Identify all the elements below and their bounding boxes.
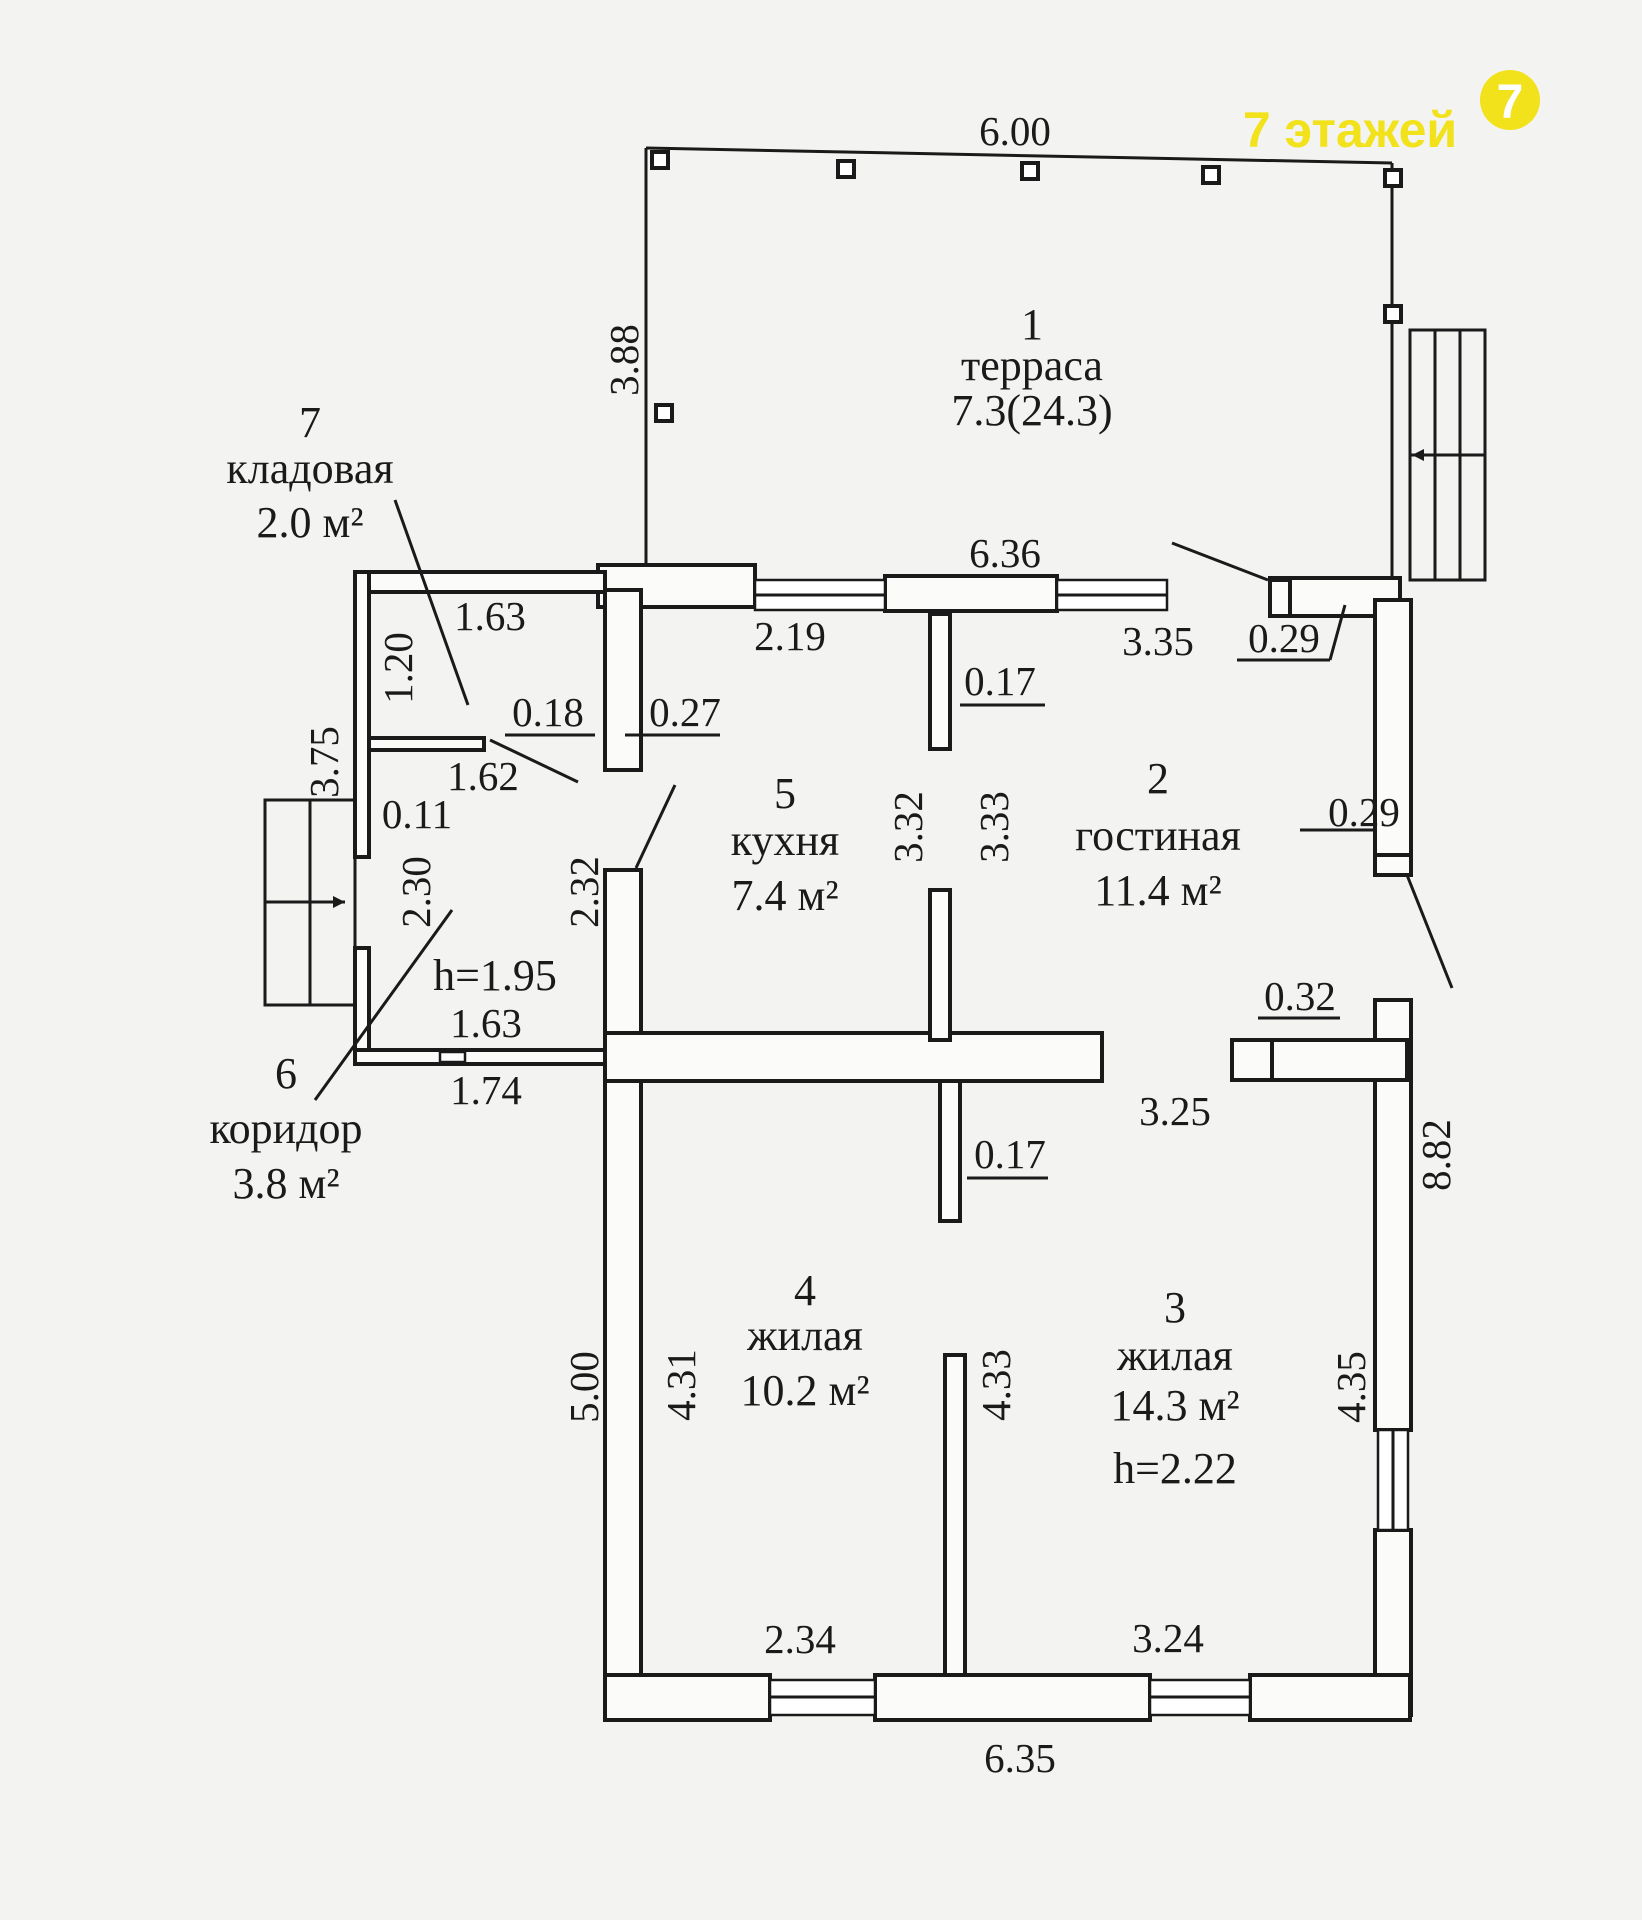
room-area: 10.2 м² — [740, 1366, 869, 1415]
room-area: 7.4 м² — [731, 871, 838, 920]
room-name: терраса — [961, 341, 1103, 390]
room-name: жилая — [746, 1311, 863, 1360]
dim-terrace-left: 3.88 — [601, 324, 647, 396]
brand-logo-icon: 7 — [1480, 70, 1540, 130]
room-1-label: 1 терраса 7.3(24.3) — [951, 300, 1112, 435]
room-name: коридор — [209, 1104, 362, 1153]
dim-corridor-height: 2.30 — [393, 856, 439, 928]
terrace-outline — [644, 146, 1487, 582]
dim-bedroom-width: 3.25 — [1139, 1088, 1211, 1134]
room-height: h=2.22 — [1113, 1444, 1237, 1493]
entrance-stairs — [263, 798, 357, 1007]
room-3-label: 3 жилая 14.3 м² h=2.22 — [1110, 1283, 1239, 1493]
dim-storage-width: 1.63 — [454, 593, 526, 639]
dim-room4-height: 4.31 — [658, 1349, 704, 1421]
dim-corridor-bottom: 1.74 — [450, 1067, 522, 1113]
leader-lines — [313, 499, 1454, 1180]
dim-terrace-top: 6.00 — [979, 108, 1051, 154]
window-icon — [438, 578, 1410, 1717]
room-name: кладовая — [226, 444, 393, 493]
dim-storage-bottom: 1.62 — [447, 753, 519, 799]
watermark-text: 7 этажей — [1243, 102, 1457, 158]
dim-living-door: 0.29 — [1328, 789, 1400, 835]
dim-corridor-left-total: 3.75 — [301, 726, 347, 798]
room-4-label: 4 жилая 10.2 м² — [740, 1266, 869, 1415]
room-name: кухня — [731, 816, 840, 865]
room-number: 7 — [299, 398, 321, 447]
dim-room3-window: 3.24 — [1132, 1615, 1204, 1661]
dim-partition-bottom: 0.17 — [974, 1131, 1046, 1177]
room-area: 7.3(24.3) — [951, 386, 1112, 435]
dim-bottom-total: 6.35 — [984, 1735, 1056, 1781]
room-number: 1 — [1021, 300, 1043, 349]
dim-left-total: 5.00 — [561, 1351, 607, 1423]
room-area: 11.4 м² — [1094, 866, 1221, 915]
exterior-walls — [353, 563, 1413, 1722]
room-7-label: 7 кладовая 2.0 м² — [226, 398, 393, 547]
dim-partition-top: 0.17 — [964, 658, 1036, 704]
room-number: 3 — [1164, 1283, 1186, 1332]
dim-bedroom-door: 0.32 — [1264, 973, 1336, 1019]
room-5-label: 5 кухня 7.4 м² — [731, 769, 840, 920]
room-6-label: 6 коридор 3.8 м² h=1.95 — [209, 951, 556, 1208]
dimension-labels: 6.00 3.88 6.36 2.19 3.35 0.29 0.29 0.17 … — [301, 108, 1459, 1781]
room-name: гостиная — [1075, 811, 1241, 860]
terrace-post-icon — [650, 150, 1403, 423]
dim-storage-door-a: 0.18 — [512, 689, 584, 735]
room-area: 2.0 м² — [256, 498, 363, 547]
dim-storage-height: 1.20 — [375, 632, 421, 704]
svg-text:7: 7 — [1497, 76, 1524, 129]
dim-right-total: 8.82 — [1413, 1119, 1459, 1191]
dim-living-height: 3.33 — [971, 791, 1017, 863]
room-area: 14.3 м² — [1110, 1381, 1239, 1430]
dim-room3-height: 4.35 — [1328, 1351, 1374, 1423]
dim-kitchen-height: 3.32 — [885, 791, 931, 863]
dim-terrace-bottom: 6.36 — [969, 530, 1041, 576]
room-number: 6 — [275, 1049, 297, 1098]
dim-kitchen-window: 2.19 — [754, 613, 826, 659]
dim-corridor-width: 1.63 — [450, 1000, 522, 1046]
room-number: 2 — [1147, 754, 1169, 803]
room-area: 3.8 м² — [232, 1159, 339, 1208]
room-height: h=1.95 — [433, 951, 557, 1000]
room-name: жилая — [1116, 1331, 1233, 1380]
dim-room4-window: 2.34 — [764, 1616, 836, 1662]
dim-living-window: 3.35 — [1122, 618, 1194, 664]
room-2-label: 2 гостиная 11.4 м² — [1075, 754, 1241, 915]
room-number: 5 — [774, 769, 796, 818]
dim-kitchen-side: 2.32 — [561, 856, 607, 928]
room-number: 4 — [794, 1266, 816, 1315]
dim-storage-door-b: 0.27 — [649, 689, 721, 735]
terrace-stairs — [1408, 328, 1487, 582]
dim-terrace-door: 0.29 — [1248, 615, 1320, 661]
watermark: 7 этажей 7 — [1243, 70, 1540, 158]
dim-room4-partition: 4.33 — [973, 1349, 1019, 1421]
dim-corridor-door: 0.11 — [382, 791, 452, 837]
